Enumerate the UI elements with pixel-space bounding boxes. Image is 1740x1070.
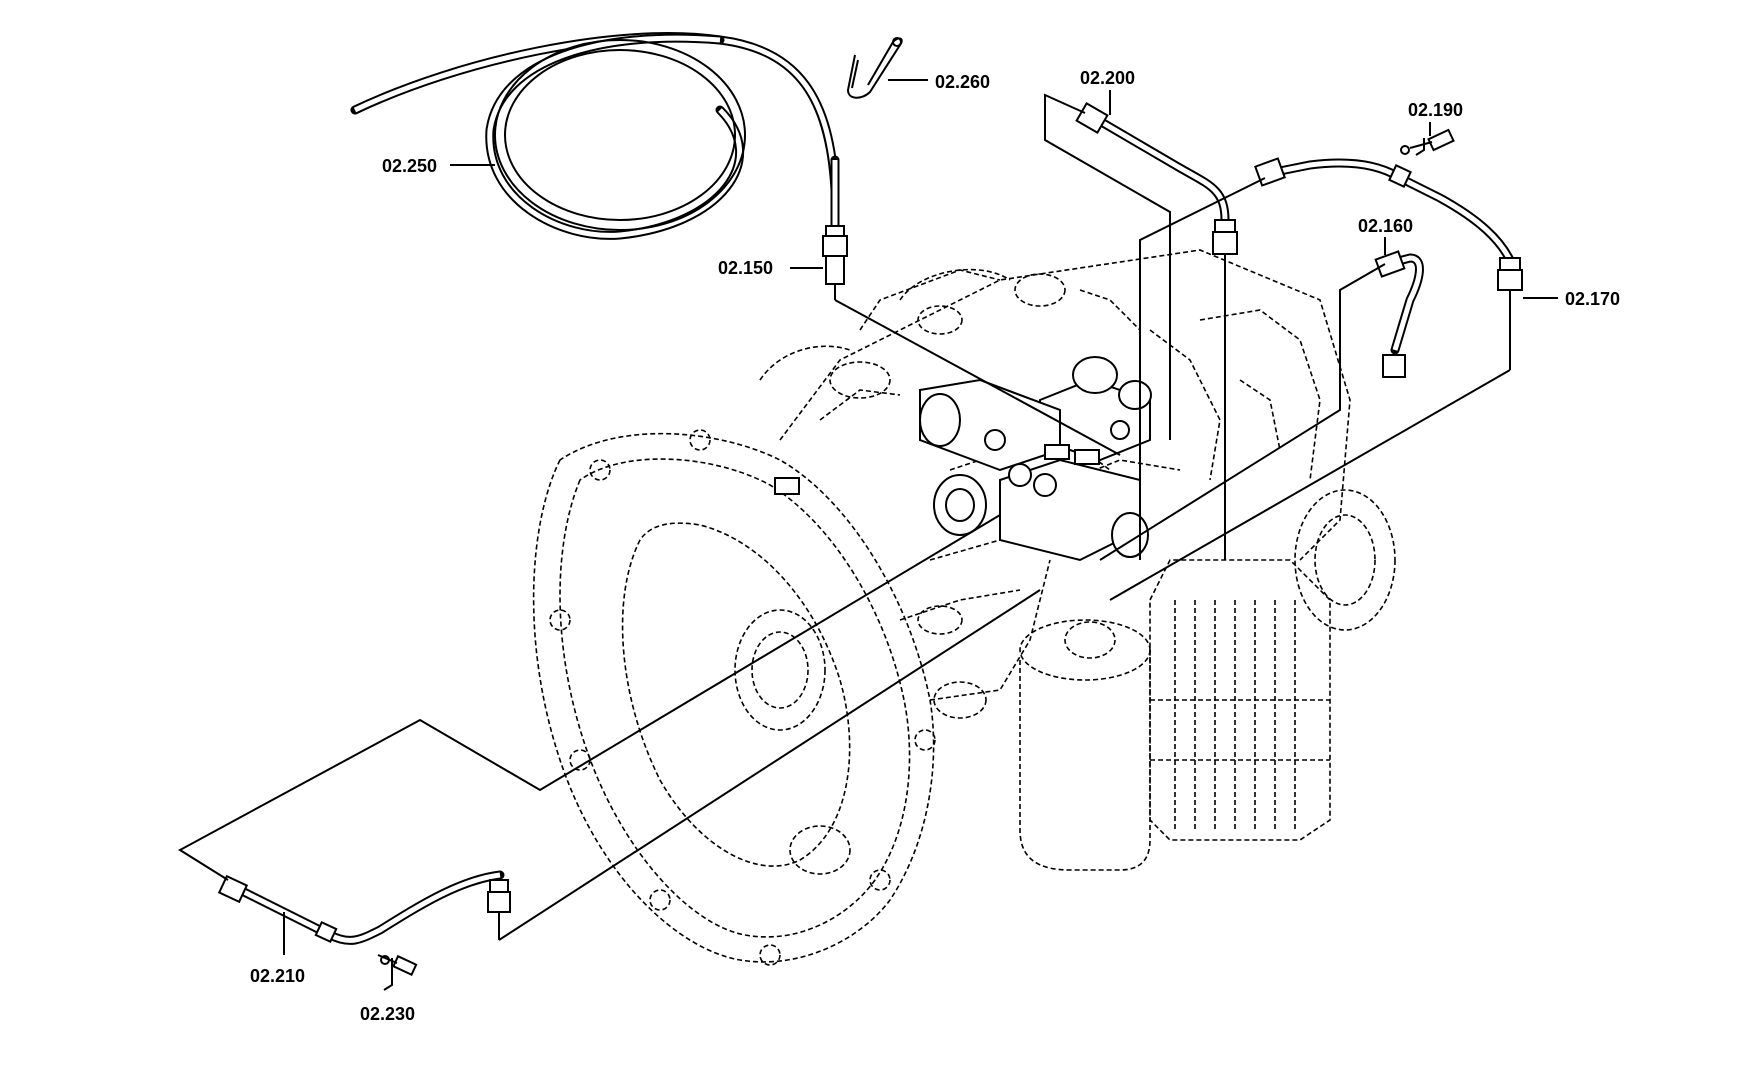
- label-text-02-210: 02.210: [250, 966, 305, 986]
- label-02-250: 02.250: [382, 156, 495, 176]
- label-text-02-170: 02.170: [1565, 289, 1620, 309]
- label-text-02-200: 02.200: [1080, 68, 1135, 88]
- label-02-260: 02.260: [888, 72, 990, 92]
- label-02-210: 02.210: [250, 912, 305, 986]
- label-text-02-250: 02.250: [382, 156, 437, 176]
- label-02-190: 02.190: [1408, 100, 1463, 136]
- pipe-02-170: [1109, 157, 1523, 601]
- pipe-02-210: [178, 514, 1041, 945]
- label-text-02-230: 02.230: [360, 1004, 415, 1024]
- transmission-housing: [532, 249, 1396, 966]
- label-02-170: 02.170: [1523, 289, 1620, 309]
- label-02-200: 02.200: [1044, 68, 1171, 440]
- label-02-150: 02.150: [718, 258, 823, 278]
- screw-02-230: [377, 954, 418, 991]
- clip-02-260: [846, 37, 903, 99]
- pipe-02-160: [1099, 250, 1424, 561]
- label-02-230: 02.230: [360, 1004, 415, 1024]
- pipe-02-250: [350, 32, 840, 240]
- label-text-02-260: 02.260: [935, 72, 990, 92]
- label-02-160: 02.160: [1358, 216, 1413, 255]
- valve-block: [774, 356, 1152, 562]
- label-text-02-190: 02.190: [1408, 100, 1463, 120]
- label-text-02-150: 02.150: [718, 258, 773, 278]
- fitting-02-150: [822, 225, 1121, 456]
- label-text-02-160: 02.160: [1358, 216, 1413, 236]
- pipe-02-200: [1075, 101, 1238, 560]
- screw-02-190: [1400, 128, 1455, 156]
